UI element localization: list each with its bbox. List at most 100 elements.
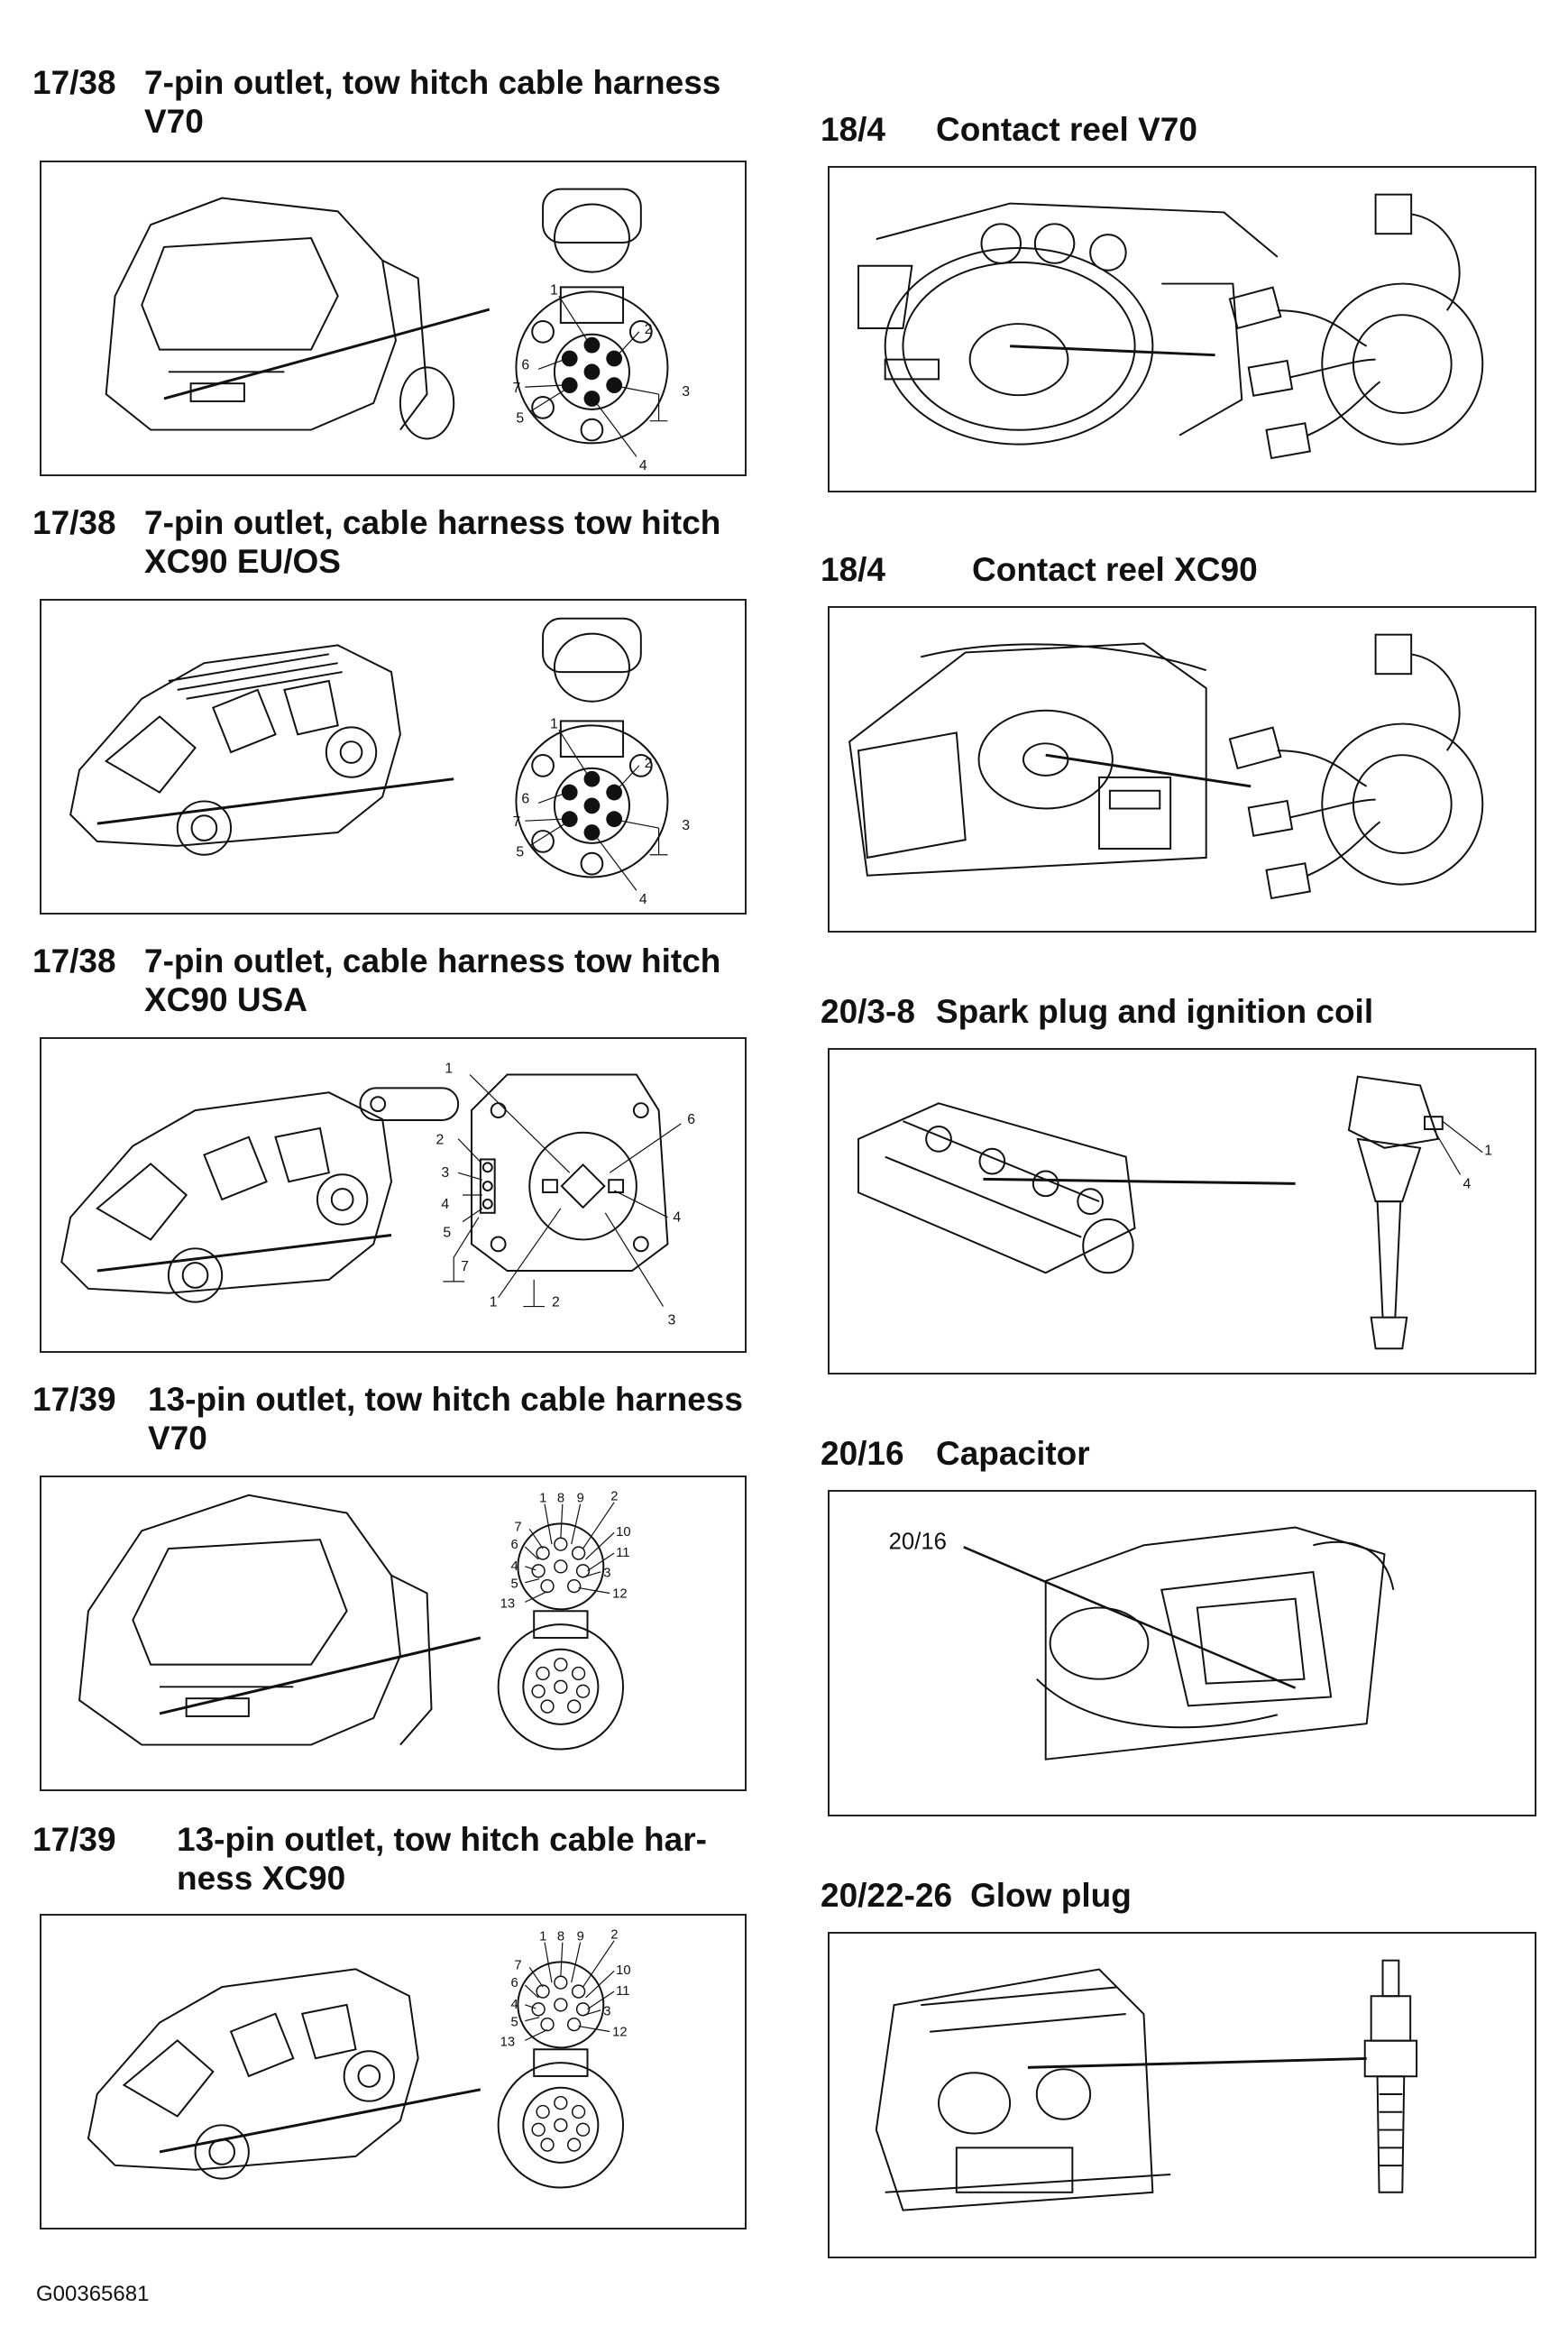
pin-label: 7: [512, 381, 520, 396]
pin-label: 6: [510, 1538, 518, 1552]
section-title: XC90 EU/OS: [144, 543, 341, 580]
pin-label: 6: [687, 1112, 695, 1127]
section-code: 17/38: [32, 504, 116, 541]
section-code: 17/39: [32, 1821, 116, 1858]
pin-label: 3: [603, 2005, 610, 2019]
section-code: 20/22-26: [821, 1877, 953, 1914]
figure-illustration: 1 8 9 2 7 10 6 11 4 3 5 12 13: [78, 1490, 631, 1751]
section-code: 17/38: [32, 942, 116, 979]
pin-label: 2: [610, 1490, 618, 1504]
pin-label: 5: [510, 1577, 518, 1592]
pin-label: 2: [552, 1295, 560, 1310]
section-title: Capacitor: [936, 1435, 1090, 1472]
section-title: 13-pin outlet, tow hitch cable harness: [148, 1381, 743, 1418]
pin-label: 5: [516, 411, 524, 427]
section-title: Contact reel XC90: [972, 551, 1258, 588]
pin-label: 3: [441, 1165, 449, 1181]
pin-label: 1: [550, 716, 558, 731]
figure-contact-reel-v70: [828, 166, 1536, 492]
pin-label: 2: [610, 1928, 618, 1943]
section-title: Glow plug: [970, 1877, 1132, 1914]
pin-label: 10: [616, 1525, 630, 1540]
section-code: 17/39: [32, 1381, 116, 1418]
section-title: Spark plug and ignition coil: [936, 993, 1374, 1030]
figure-illustration: 1 2 3 4 5 6 7: [69, 617, 690, 907]
section-title: 7-pin outlet, cable harness tow hitch: [144, 504, 721, 541]
figure-7pin-xc90-usa: 1 2 3 4 5 6 7 1 2 3 4: [40, 1037, 747, 1353]
image-code: G00365681: [36, 2282, 150, 2306]
section-title: 7-pin outlet, cable harness tow hitch: [144, 942, 721, 979]
pin-label: 8: [557, 1492, 564, 1506]
pin-label: 2: [436, 1133, 444, 1148]
pin-label: 4: [639, 458, 647, 473]
figure-illustration: [875, 1959, 1418, 2211]
pin-label: 5: [510, 2016, 518, 2030]
figure-illustration: 1 2 3 4 5 6 7 1 2 3 4: [60, 1062, 695, 1328]
section-title: 13-pin outlet, tow hitch cable har-: [177, 1821, 707, 1858]
pin-label: 10: [616, 1963, 630, 1978]
figure-illustration: [848, 633, 1484, 900]
pin-label: 2: [645, 322, 653, 337]
pin-label: 12: [612, 1586, 627, 1601]
figure-illustration: 1 2 3 4 5 6 7: [105, 188, 690, 473]
section-title: ness XC90: [177, 1860, 346, 1897]
pin-label: 5: [443, 1225, 451, 1240]
pin-label: 1: [550, 282, 558, 298]
section-code: 18/4: [821, 551, 886, 588]
pin-label: 4: [441, 1197, 449, 1212]
section-title: Contact reel V70: [936, 111, 1197, 148]
figure-contact-reel-xc90: [828, 606, 1536, 933]
callout-label: 20/16: [889, 1529, 947, 1554]
pin-label: 5: [516, 845, 524, 860]
pin-label: 7: [514, 1520, 521, 1534]
pin-label: 3: [682, 384, 690, 400]
figure-illustration: 1 8 9 2 7 10 6 11 4 3 5 12 13: [87, 1928, 631, 2189]
pin-label: 1: [490, 1295, 498, 1310]
section-title: XC90 USA: [144, 981, 307, 1018]
section-title: 7-pin outlet, tow hitch cable harness: [144, 64, 721, 101]
pin-label: 12: [612, 2025, 627, 2039]
pin-label: 1: [445, 1062, 453, 1077]
pin-label: 7: [512, 814, 520, 830]
figure-glow-plug: [828, 1932, 1536, 2258]
pin-label: 3: [667, 1312, 675, 1328]
pin-label: 7: [514, 1958, 521, 1972]
pin-label: 6: [521, 357, 529, 372]
pin-label: 4: [639, 892, 647, 907]
pin-label: 9: [577, 1492, 584, 1506]
figure-illustration: [857, 193, 1484, 460]
pin-label: 1: [1484, 1144, 1492, 1159]
pin-label: 6: [510, 1976, 518, 1990]
section-code: 20/3-8: [821, 993, 915, 1030]
pin-label: 13: [500, 2035, 515, 2049]
pin-label: 7: [461, 1259, 469, 1274]
figure-spark-plug-coil: 1 4: [828, 1048, 1536, 1374]
figure-13pin-v70: 1 8 9 2 7 10 6 11 4 3 5 12 13: [40, 1476, 747, 1791]
pin-label: 1: [539, 1492, 546, 1506]
pin-label: 11: [616, 1546, 629, 1560]
figure-7pin-xc90-eu: 1 2 3 4 5 6 7: [40, 599, 747, 915]
pin-label: 13: [500, 1596, 515, 1611]
pin-label: 9: [577, 1930, 584, 1944]
pin-label: 4: [1463, 1176, 1472, 1191]
pin-label: 2: [645, 756, 653, 771]
section-code: 20/16: [821, 1435, 904, 1472]
pin-label: 4: [510, 1559, 518, 1574]
section-code: 18/4: [821, 111, 886, 148]
pin-label: 6: [521, 791, 529, 806]
pin-label: 11: [616, 1984, 629, 1999]
pin-label: 1: [539, 1930, 546, 1944]
pin-label: 3: [603, 1567, 610, 1581]
figure-illustration: 1 4: [857, 1075, 1492, 1350]
figure-illustration: 20/16: [889, 1526, 1395, 1761]
section-title: V70: [148, 1420, 207, 1457]
figure-capacitor: 20/16: [828, 1490, 1536, 1816]
pin-label: 4: [673, 1210, 681, 1226]
figure-13pin-xc90: 1 8 9 2 7 10 6 11 4 3 5 12 13: [40, 1914, 747, 2229]
section-title: V70: [144, 103, 204, 140]
figure-7pin-v70: 1 2 3 4 5 6 7: [40, 161, 747, 476]
pin-label: 4: [510, 1998, 518, 2012]
pin-label: 3: [682, 818, 690, 833]
section-code: 17/38: [32, 64, 116, 101]
pin-label: 8: [557, 1930, 564, 1944]
